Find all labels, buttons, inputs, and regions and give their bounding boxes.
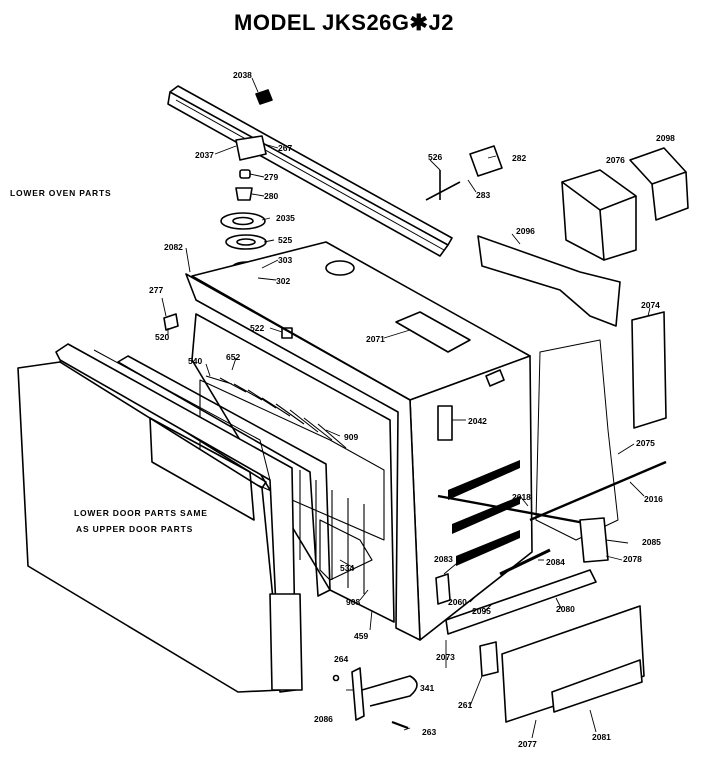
oven-cavity-body bbox=[185, 241, 533, 641]
latch-2086 bbox=[351, 667, 418, 721]
part-label: 2075 bbox=[636, 438, 655, 448]
door-note-line-1: LOWER DOOR PARTS SAME bbox=[74, 508, 208, 518]
panel-2081 bbox=[551, 659, 643, 713]
door-liner bbox=[117, 355, 331, 597]
panel-2074 bbox=[631, 311, 667, 429]
part-label: 341 bbox=[420, 683, 435, 693]
part-label: 2082 bbox=[164, 242, 183, 252]
part-label: 302 bbox=[276, 276, 291, 286]
small-tab-part bbox=[281, 327, 293, 339]
part-label: 280 bbox=[264, 191, 279, 201]
ring-part-2035 bbox=[220, 212, 266, 230]
hinge-2042 bbox=[437, 405, 453, 441]
part-label: 2078 bbox=[623, 554, 642, 564]
part-label: 267 bbox=[278, 143, 293, 153]
part-label: 261 bbox=[458, 700, 473, 710]
rod-2016 bbox=[529, 460, 667, 522]
spacer-part bbox=[235, 187, 253, 201]
part-label: 652 bbox=[226, 352, 241, 362]
bracket-part bbox=[235, 135, 267, 161]
part-label: 909 bbox=[344, 432, 359, 442]
thermostat-part bbox=[425, 145, 503, 201]
part-2083 bbox=[435, 573, 451, 605]
ring-part-525-inner bbox=[236, 238, 256, 246]
part-label: 2016 bbox=[644, 494, 663, 504]
duct-part-2098 bbox=[629, 147, 689, 221]
part-label: 2074 bbox=[641, 300, 660, 310]
part-label: 283 bbox=[476, 190, 491, 200]
leader-lines bbox=[161, 77, 651, 739]
part-label: 534 bbox=[340, 563, 355, 573]
part-label: 2073 bbox=[436, 652, 455, 662]
part-label: 2077 bbox=[518, 739, 537, 749]
part-label: 459 bbox=[354, 631, 369, 641]
part-label: 540 bbox=[188, 356, 203, 366]
screw-part bbox=[163, 313, 179, 331]
part-label: 2038 bbox=[233, 70, 252, 80]
rod-2018 bbox=[437, 494, 591, 526]
screw-263 bbox=[391, 720, 409, 730]
part-label: 522 bbox=[250, 323, 265, 333]
part-label: 526 bbox=[428, 152, 443, 162]
part-label: 520 bbox=[155, 332, 170, 342]
part-label: 2096 bbox=[516, 226, 535, 236]
door-hinge bbox=[269, 593, 303, 691]
part-label: 2084 bbox=[546, 557, 565, 567]
knob-part bbox=[239, 169, 251, 179]
insulation-2075 bbox=[535, 339, 619, 541]
bottom-support-2080 bbox=[445, 569, 597, 635]
part-label: 303 bbox=[278, 255, 293, 265]
part-label: 279 bbox=[264, 172, 279, 182]
side-slots bbox=[448, 460, 520, 566]
part-label: 277 bbox=[149, 285, 164, 295]
part-261 bbox=[479, 641, 499, 677]
heating-element bbox=[319, 519, 373, 581]
door-note-line-2: AS UPPER DOOR PARTS bbox=[76, 524, 194, 534]
door-window bbox=[149, 417, 255, 521]
part-label: 2060 bbox=[448, 597, 467, 607]
spring-2084 bbox=[499, 548, 551, 576]
ring-part-525 bbox=[225, 234, 267, 250]
part-label: 263 bbox=[422, 727, 437, 737]
part-label: 2018 bbox=[512, 492, 531, 502]
vent-duct-part bbox=[395, 311, 471, 353]
clip-part bbox=[255, 89, 273, 105]
part-label: 2076 bbox=[606, 155, 625, 165]
part-label: 2098 bbox=[656, 133, 675, 143]
part-label: 282 bbox=[512, 153, 527, 163]
part-label: 525 bbox=[278, 235, 293, 245]
oven-rack bbox=[199, 375, 385, 594]
kick-panel-2077 bbox=[501, 605, 645, 723]
part-label: 264 bbox=[334, 654, 349, 664]
top-trim-rail bbox=[167, 85, 453, 257]
part-label: 2080 bbox=[556, 604, 575, 614]
part-label: 2095 bbox=[472, 606, 491, 616]
bracket-2078 bbox=[579, 517, 609, 563]
part-label: 908 bbox=[346, 597, 361, 607]
duct-box-2076 bbox=[561, 169, 637, 261]
ring-part-2035-inner bbox=[232, 216, 254, 226]
part-label: 2081 bbox=[592, 732, 611, 742]
part-label: 2071 bbox=[366, 334, 385, 344]
part-label: 2083 bbox=[434, 554, 453, 564]
part-label: 2035 bbox=[276, 213, 295, 223]
part-label: 2085 bbox=[642, 537, 661, 547]
lower-oven-note: LOWER OVEN PARTS bbox=[10, 188, 112, 198]
part-label: 2042 bbox=[468, 416, 487, 426]
screw-264 bbox=[332, 674, 340, 682]
duct-plate-2096 bbox=[477, 235, 621, 327]
model-title: MODEL JKS26G✱J2 bbox=[234, 10, 454, 35]
part-label: 2086 bbox=[314, 714, 333, 724]
part-label: 2037 bbox=[195, 150, 214, 160]
